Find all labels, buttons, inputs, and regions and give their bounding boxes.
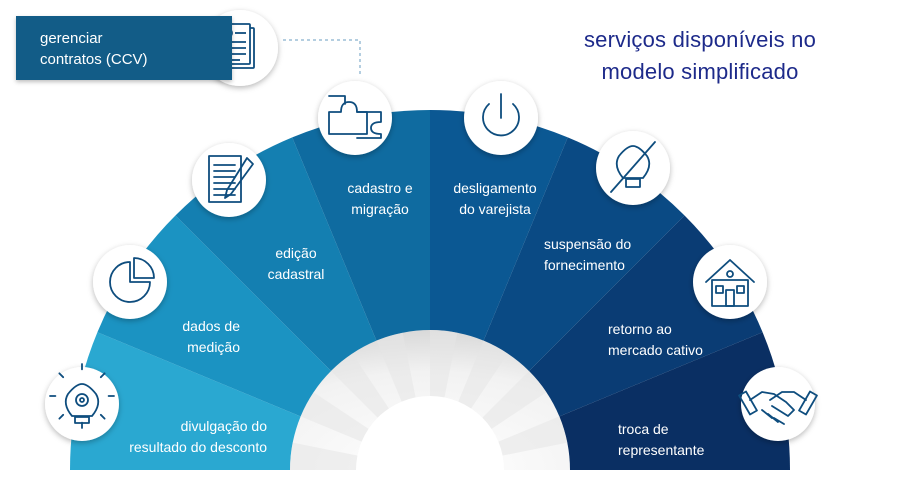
icon-circle-0 <box>45 367 119 441</box>
lightbulb-off-icon <box>610 141 656 193</box>
segment-5-line-1: suspensão do <box>544 236 632 252</box>
hub-core <box>356 396 504 470</box>
power-icon <box>482 93 520 137</box>
puzzle-icon <box>328 95 382 139</box>
highlight-line-2: contratos (CCV) <box>40 51 148 68</box>
icon-circle-2 <box>192 143 266 217</box>
segment-6-line-2: mercado cativo <box>608 342 703 358</box>
highlight-label: gerenciar contratos (CCV) <box>40 28 148 70</box>
pie-chart-icon <box>109 257 155 303</box>
document-pen-icon <box>208 155 254 203</box>
segment-label-suspension: suspensão do fornecimento <box>544 234 631 276</box>
diagram-title: serviços disponíveis no modelo simplific… <box>540 24 860 88</box>
connector-line <box>282 39 361 74</box>
segment-5-line-2: fornecimento <box>544 257 625 273</box>
icon-circle-3 <box>318 81 392 155</box>
segment-label-captive-market: retorno ao mercado cativo <box>608 319 703 361</box>
segment-6-line-1: retorno ao <box>608 321 672 337</box>
segment-3-line-2: migração <box>351 201 409 217</box>
highlight-line-1: gerenciar <box>40 30 103 47</box>
segment-7-line-1: troca de <box>618 421 669 437</box>
handshake-icon <box>738 390 818 425</box>
highlight-box: gerenciar contratos (CCV) <box>16 16 232 80</box>
title-line-2: modelo simplificado <box>601 59 799 84</box>
segment-0-line-1: divulgação do <box>180 418 267 434</box>
segment-2-line-1: edição <box>275 245 317 261</box>
segment-label-representative: troca de representante <box>618 419 704 461</box>
house-icon <box>705 259 755 307</box>
segment-0-line-2: resultado do desconto <box>129 439 267 455</box>
segment-4-line-2: do varejista <box>459 201 531 217</box>
baseline-mask <box>0 470 907 497</box>
segment-label-registration: cadastro e migração <box>330 178 430 220</box>
segment-1-line-2: medição <box>187 339 240 355</box>
segment-3-line-1: cadastro e <box>347 180 413 196</box>
title-line-1: serviços disponíveis no <box>583 27 817 52</box>
segment-1-line-1: dados de <box>182 318 240 334</box>
lightbulb-gear-icon <box>49 363 115 429</box>
segment-7-line-2: representante <box>618 442 705 458</box>
segment-label-result: divulgação do resultado do desconto <box>129 416 267 458</box>
segment-label-registry-edit: edição cadastral <box>246 243 346 285</box>
segment-label-metering: dados de medição <box>182 316 240 358</box>
segment-2-line-2: cadastral <box>267 266 325 282</box>
segment-label-disconnection: desligamento do varejista <box>440 178 550 220</box>
icon-circle-7 <box>741 367 815 441</box>
icon-circle-6 <box>693 245 767 319</box>
segment-4-line-1: desligamento <box>453 180 537 196</box>
